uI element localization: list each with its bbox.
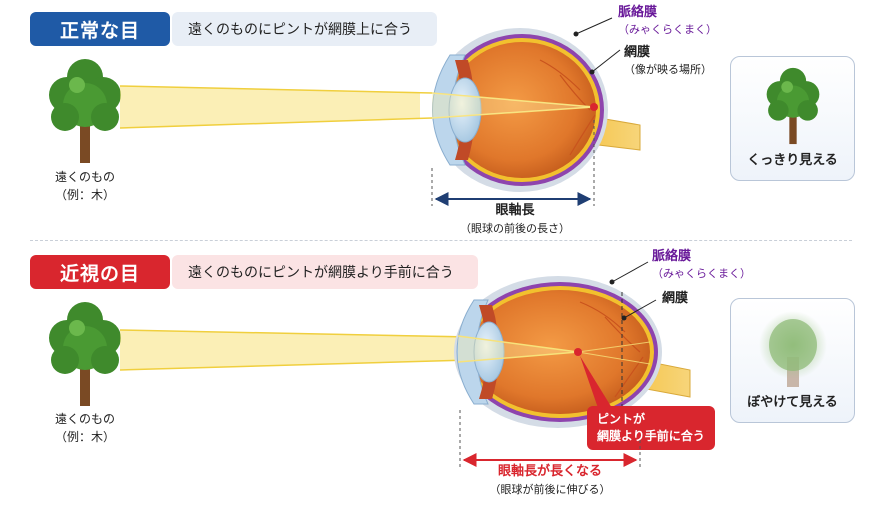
clear-view-card: くっきり見える <box>730 56 855 181</box>
tree-icon <box>49 59 121 163</box>
tree-label: 遠くのもの （例：木） <box>54 412 115 444</box>
retina-label: 網膜 <box>662 291 689 306</box>
normal-eye <box>431 28 641 192</box>
section-divider <box>30 240 852 241</box>
blurry-view-label: ぼやけて見える <box>747 395 838 410</box>
tree-label: 遠くのもの （例：木） <box>54 170 115 202</box>
myopia-eye-banner: 遠くのものにピントが網膜より手前に合う <box>172 255 478 289</box>
axial-length-label: 眼軸長 （眼球の前後の長さ） <box>460 203 570 235</box>
normal-eye-banner: 遠くのものにピントが網膜上に合う <box>172 12 437 46</box>
myopia-eye-badge: 近視の目 <box>30 255 170 289</box>
choroid-label: 脈絡膜 （みゃくらくまく） <box>652 249 751 280</box>
blurred-tree-icon <box>759 311 827 387</box>
focus-point <box>590 103 598 111</box>
retina-label: 網膜 （像が映る場所） <box>624 45 712 76</box>
choroid-label: 脈絡膜 （みゃくらくまく） <box>618 5 717 36</box>
tree-icon <box>766 67 820 145</box>
focus-callout: ピントが 網膜より手前に合う <box>587 406 715 450</box>
clear-view-label: くっきり見える <box>747 153 838 168</box>
normal-eye-badge: 正常な目 <box>30 12 170 46</box>
axial-length-label: 眼軸長が長くなる （眼球が前後に伸びる） <box>489 464 611 496</box>
blurry-view-card: ぼやけて見える <box>730 298 855 423</box>
focus-point <box>574 348 582 356</box>
myopic-eye <box>454 276 691 428</box>
tree-icon <box>49 302 121 406</box>
